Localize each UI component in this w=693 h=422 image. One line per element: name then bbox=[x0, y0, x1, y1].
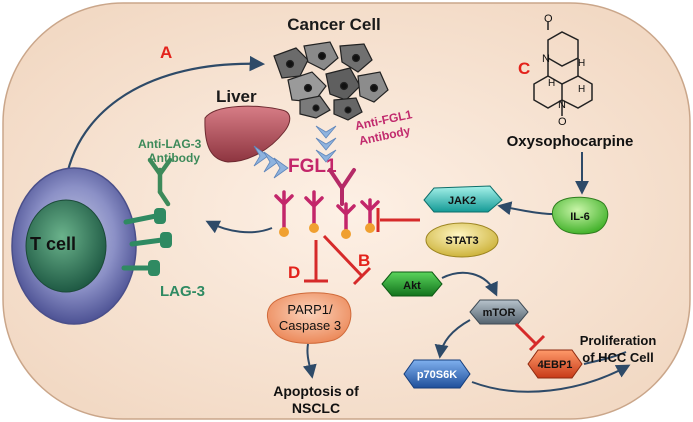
atom-h-2: H bbox=[548, 78, 555, 89]
t-cell-label: T cell bbox=[30, 234, 76, 254]
lag3-receptor-icon bbox=[129, 232, 172, 248]
atom-o-top: O bbox=[544, 13, 553, 25]
pathway-d-inhibitor-icon bbox=[304, 240, 328, 283]
anti-lag3-antibody-icon bbox=[147, 157, 173, 207]
fgl1-molecule-icon bbox=[304, 190, 324, 233]
fgl1-label: FGL1 bbox=[288, 156, 337, 177]
proliferation-label-line2: of HCC Cell bbox=[582, 350, 654, 365]
lag3-receptor-icon bbox=[121, 260, 160, 276]
fgl1-molecule-group bbox=[274, 190, 380, 239]
liver-icon bbox=[204, 105, 291, 163]
akt-shape bbox=[381, 271, 443, 297]
mtor-label: mTOR bbox=[483, 307, 516, 319]
apoptosis-label-line2: NSCLC bbox=[292, 400, 340, 416]
anti-lag3-label-line1: Anti-LAG-3 bbox=[138, 137, 202, 151]
p70s6k-shape bbox=[403, 359, 471, 389]
fgl1-molecule-icon bbox=[360, 198, 380, 233]
mtor-shape bbox=[469, 299, 529, 325]
cancer-cell-cluster-icon bbox=[273, 41, 389, 121]
liver-label: Liver bbox=[216, 87, 257, 106]
liver-secretion-chevrons-icon bbox=[253, 145, 289, 179]
anti-lag3-label-line2: Antibody bbox=[148, 151, 200, 165]
arrow-a-tcell-to-cancer bbox=[62, 55, 266, 196]
4ebp1-label: 4EBP1 bbox=[538, 359, 573, 371]
pathway-b-inhibitor-icon bbox=[322, 234, 372, 286]
atom-h-3: H bbox=[578, 84, 585, 95]
lag3-receptor-icon bbox=[123, 208, 166, 225]
stat3-shape bbox=[425, 222, 499, 258]
t-cell-nucleus bbox=[25, 199, 107, 293]
p70s6k-label: p70S6K bbox=[417, 369, 457, 381]
pathway-a-label: A bbox=[160, 43, 172, 62]
atom-o-bottom: O bbox=[558, 116, 567, 128]
atom-h-1: H bbox=[578, 58, 585, 69]
cancer-secretion-chevrons-icon bbox=[315, 125, 337, 163]
pathway-c-label: C bbox=[518, 59, 530, 78]
lag3-label: LAG-3 bbox=[160, 283, 205, 300]
parp-label-line2: Caspase 3 bbox=[279, 318, 341, 333]
anti-fgl1-antibody-icon bbox=[328, 168, 356, 206]
atom-n-bottom: N bbox=[558, 99, 566, 111]
pathway-d-label: D bbox=[288, 263, 300, 282]
arrow-akt-to-mtor bbox=[441, 271, 498, 297]
oxysophocarpine-structure-icon bbox=[533, 22, 593, 116]
stat3-label: STAT3 bbox=[445, 235, 478, 247]
lag3-receptor-group bbox=[121, 208, 172, 276]
cancer-cell-label: Cancer Cell bbox=[287, 15, 381, 34]
apoptosis-label-line1: Apoptosis of bbox=[273, 383, 359, 399]
jak2-shape bbox=[423, 185, 503, 213]
arrow-p70s6k-to-proliferation bbox=[471, 364, 631, 393]
pathway-b-label: B bbox=[358, 251, 370, 270]
jak-stat-inhibitor-icon bbox=[376, 208, 420, 232]
arrow-mtor-to-p70s6k bbox=[434, 319, 471, 359]
il6-shape bbox=[551, 196, 609, 235]
parp-label-line1: PARP1/ bbox=[287, 302, 333, 317]
atom-n-top: N bbox=[542, 53, 550, 65]
arrow-fgl1-to-tcell bbox=[205, 220, 273, 234]
mtor-4ebp1-inhibitor-icon bbox=[514, 322, 546, 352]
proliferation-label-line1: Proliferation bbox=[580, 333, 657, 348]
arrow-il6-to-jak2 bbox=[497, 201, 553, 216]
fgl1-molecule-icon bbox=[336, 202, 356, 239]
oxysophocarpine-label: Oxysophocarpine bbox=[507, 133, 634, 150]
jak2-label: JAK2 bbox=[448, 195, 476, 207]
arrow-4ebp1-to-proliferation bbox=[583, 351, 627, 365]
fgl1-molecule-icon bbox=[274, 190, 294, 237]
akt-label: Akt bbox=[403, 280, 421, 292]
parp-caspase-shape bbox=[267, 292, 352, 344]
il6-label: IL-6 bbox=[570, 211, 590, 223]
4ebp1-shape bbox=[527, 349, 583, 379]
arrow-parp-to-apoptosis bbox=[302, 343, 317, 379]
